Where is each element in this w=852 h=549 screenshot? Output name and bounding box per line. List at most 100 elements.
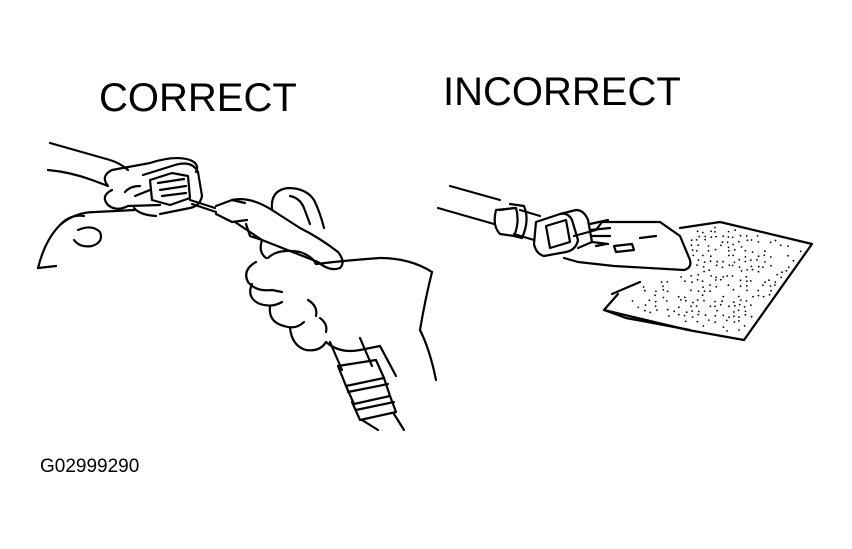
texture-dot [684, 280, 686, 283]
wire-harness-drawing [438, 186, 540, 240]
incorrect-label: INCORRECT [443, 70, 681, 114]
correct-label: CORRECT [99, 76, 297, 120]
texture-dot [714, 248, 717, 251]
texture-dot [756, 259, 758, 261]
texture-dot [739, 299, 742, 301]
texture-dot [695, 305, 698, 307]
texture-dot [684, 320, 687, 323]
texture-dot [787, 254, 789, 257]
texture-dot [666, 290, 669, 293]
texture-dot [762, 266, 764, 268]
tool-plate-drawing [564, 222, 690, 270]
texture-dot [757, 289, 760, 292]
texture-dot [690, 244, 693, 247]
texture-dot [709, 260, 712, 263]
texture-dot [715, 285, 718, 288]
texture-dot [745, 235, 748, 237]
texture-dot [731, 275, 734, 277]
texture-dot [714, 321, 717, 324]
texture-dot [714, 300, 716, 303]
texture-dot [702, 266, 705, 268]
texture-dot [779, 244, 782, 247]
texture-dot [685, 311, 688, 314]
texture-dot [692, 301, 694, 304]
texture-dot [740, 246, 743, 248]
texture-dot [691, 249, 694, 252]
texture-dot [764, 281, 766, 284]
texture-dot [728, 264, 731, 266]
connector-drawing [134, 164, 202, 216]
texture-dot [761, 284, 764, 286]
texture-dot [696, 299, 699, 301]
texture-dot [769, 241, 772, 244]
texture-dot [763, 254, 766, 257]
texture-dot [666, 308, 669, 311]
texture-dot [660, 281, 663, 283]
texture-dot [734, 229, 736, 232]
texture-dot [696, 230, 699, 233]
right-hand-drawing [246, 251, 436, 380]
texture-dot [709, 284, 711, 286]
texture-dot [732, 288, 735, 291]
texture-dot [776, 273, 779, 276]
texture-dot [703, 299, 705, 302]
texture-dot [692, 254, 695, 257]
texture-dot [764, 261, 766, 263]
blow-gun-drawing [190, 188, 343, 269]
texture-dot [739, 285, 742, 288]
texture-dot [785, 269, 788, 272]
texture-dot [780, 276, 782, 279]
texture-dot [677, 313, 680, 316]
texture-dot [722, 295, 725, 298]
texture-dot [722, 260, 724, 263]
texture-dot [721, 241, 724, 244]
texture-dot [715, 276, 718, 279]
texture-dot [743, 306, 746, 308]
texture-dot [704, 238, 706, 241]
texture-dot [757, 255, 760, 258]
texture-dot [710, 236, 713, 239]
texture-dot [697, 259, 700, 261]
texture-dot [728, 254, 730, 257]
paper-texture [631, 226, 802, 332]
texture-dot [715, 279, 717, 281]
texture-dot [737, 309, 740, 312]
texture-dot [702, 286, 704, 288]
texture-dot [743, 325, 746, 327]
texture-dot [714, 231, 716, 233]
texture-dot [746, 269, 749, 271]
texture-dot [680, 299, 682, 301]
texture-dot [721, 266, 724, 269]
texture-dot [654, 294, 656, 297]
texture-dot [714, 305, 716, 308]
texture-dot [643, 289, 646, 292]
texture-dot [697, 313, 700, 316]
texture-dot [707, 250, 710, 252]
texture-dot [737, 295, 740, 298]
texture-dot [787, 245, 789, 248]
texture-dot [673, 310, 676, 313]
texture-dot [697, 310, 700, 313]
texture-dot [727, 236, 730, 238]
texture-dot [690, 274, 693, 277]
texture-dot [691, 310, 693, 312]
texture-dot [733, 248, 736, 251]
texture-dot [769, 256, 772, 258]
texture-dot [707, 319, 710, 321]
texture-dot [695, 239, 698, 241]
texture-dot [704, 314, 707, 317]
texture-dot [683, 314, 686, 317]
texture-dot [710, 230, 712, 233]
texture-dot [738, 240, 740, 243]
texture-dot [691, 316, 694, 318]
texture-dot [715, 235, 717, 238]
texture-dot [733, 321, 736, 323]
texture-dot [722, 326, 725, 328]
texture-dot [719, 278, 722, 281]
texture-dot [732, 254, 735, 257]
texture-dot [751, 268, 754, 271]
texture-dot [698, 235, 701, 238]
texture-dot [696, 278, 699, 281]
